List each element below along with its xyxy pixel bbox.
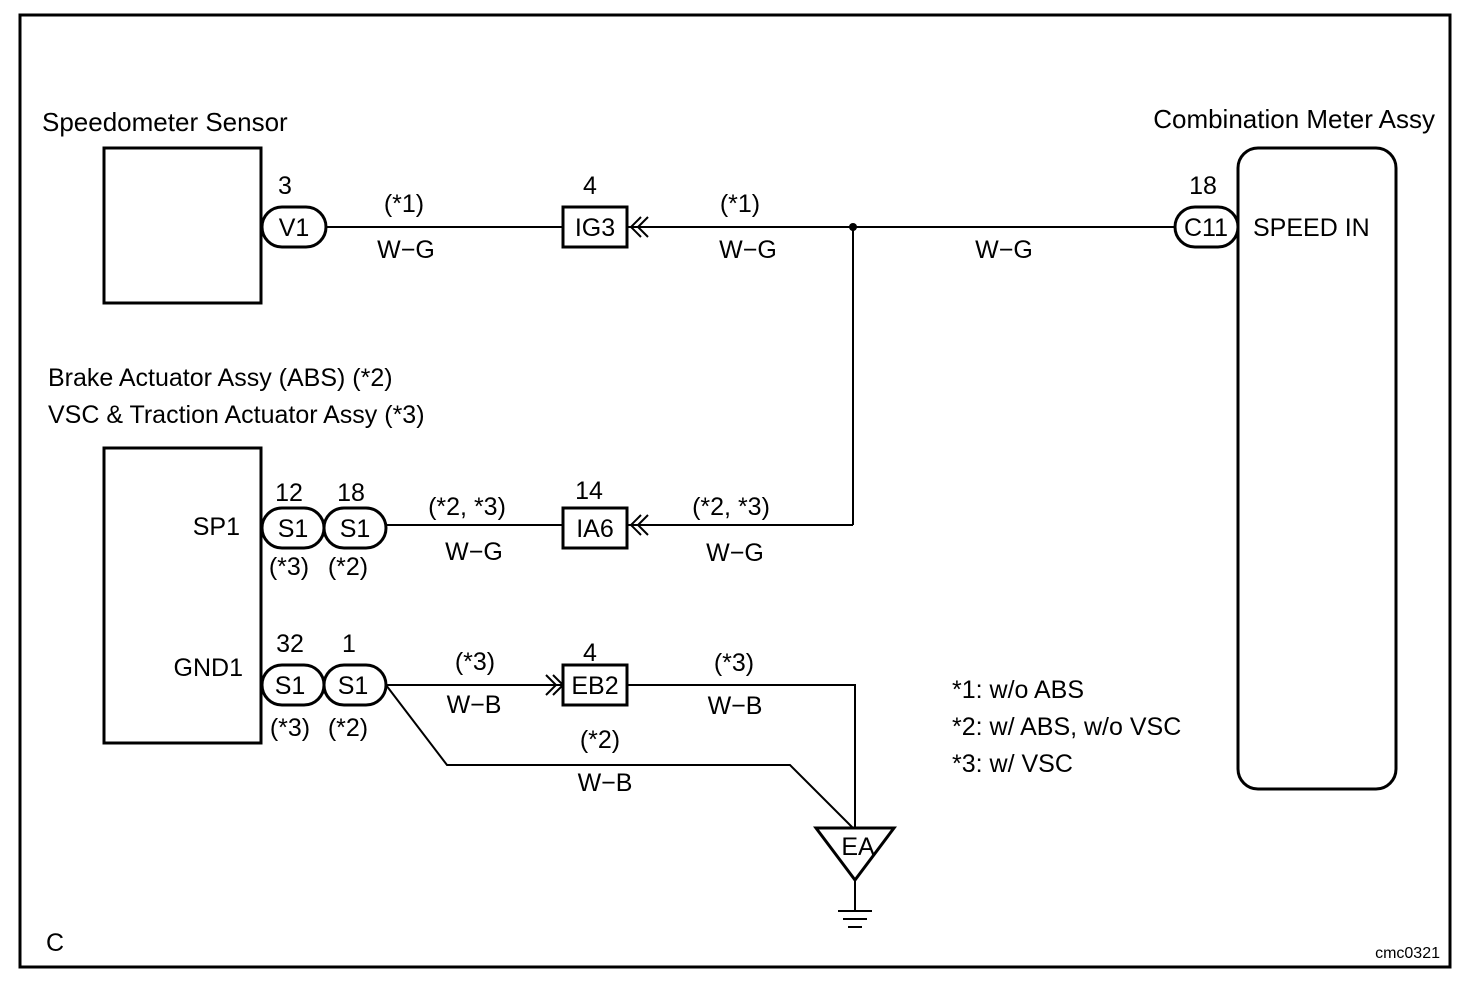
s1-sp1-abs-note: (*2) <box>328 553 368 581</box>
eb2-connector-code: EB2 <box>571 672 618 700</box>
brake-actuator-title-line1: Brake Actuator Assy (ABS) (*2) <box>48 364 393 392</box>
speed-in-terminal: SPEED IN <box>1253 214 1370 242</box>
legend-item: *2: w/ ABS, w/o VSC <box>952 713 1181 741</box>
ia6-connector-code: IA6 <box>576 515 614 543</box>
wire-eb2-to-ground <box>627 684 856 828</box>
wire-v1-ig3-color: W−G <box>377 236 435 264</box>
ground-symbol-icon <box>838 910 872 928</box>
ia6-connector <box>561 506 629 550</box>
combination-meter-box <box>1236 146 1398 791</box>
combination-meter-title: Combination Meter Assy <box>1153 104 1435 134</box>
c11-pin-number: 18 <box>1189 172 1217 200</box>
wire-ig3-junction-note: (*1) <box>720 190 760 218</box>
s1-sp1-vsc-note: (*3) <box>269 553 309 581</box>
s1-gnd-abs-note: (*2) <box>328 714 368 742</box>
s1-gnd-vsc-code: S1 <box>275 672 306 700</box>
wire-s1-eb2-note: (*3) <box>455 648 495 676</box>
s1-sp1-vsc-code: S1 <box>278 515 309 543</box>
wire-junction-c11-color: W−G <box>975 236 1033 264</box>
wire-ia6-junction-color: W−G <box>706 539 764 567</box>
ig3-connector-code: IG3 <box>575 214 615 242</box>
gnd1-terminal: GND1 <box>174 654 243 682</box>
speedometer-sensor-title: Speedometer Sensor <box>42 107 288 137</box>
legend-item: *3: w/ VSC <box>952 750 1073 778</box>
ground-point-ea <box>813 826 897 883</box>
wire-s1-ground-color: W−B <box>578 769 633 797</box>
wire-s1-ground-note: (*2) <box>580 726 620 754</box>
speedometer-sensor-box <box>102 146 263 305</box>
s1-sp1-abs-pin: 18 <box>337 479 365 507</box>
wire-eb2-ground-color: W−B <box>708 692 763 720</box>
c11-connector-code: C11 <box>1184 214 1228 242</box>
ia6-pin-number: 14 <box>575 477 603 505</box>
s1-gnd-vsc-note: (*3) <box>270 714 310 742</box>
wire-s1-ia6-color: W−G <box>445 538 503 566</box>
eb2-pin-number: 4 <box>583 639 597 667</box>
brake-actuator-title-line2: VSC & Traction Actuator Assy (*3) <box>48 401 425 429</box>
sp1-terminal: SP1 <box>193 513 240 541</box>
figure-code: cmc0321 <box>1375 945 1440 962</box>
s1-gnd-abs-pin: 1 <box>342 630 356 658</box>
wire-s1-to-ground <box>385 684 854 829</box>
legend-item: *1: w/o ABS <box>952 676 1084 704</box>
s1-sp1-abs-code: S1 <box>340 515 371 543</box>
ground-code: EA <box>841 833 875 861</box>
s1-gnd-abs-code: S1 <box>338 672 369 700</box>
corner-letter: C <box>46 929 64 957</box>
wire-s1-ia6-note: (*2, *3) <box>428 493 506 521</box>
legend: *1: w/o ABS *2: w/ ABS, w/o VSC *3: w/ V… <box>952 676 1181 778</box>
wire-s1-eb2-color: W−B <box>447 691 502 719</box>
diagram-frame <box>18 13 1452 969</box>
wire-eb2-ground-note: (*3) <box>714 649 754 677</box>
wire-ia6-junction-note: (*2, *3) <box>692 493 770 521</box>
eb2-connector <box>561 663 629 707</box>
wire-v1-ig3-note: (*1) <box>384 190 424 218</box>
s1-gnd-vsc-pin: 32 <box>276 630 304 658</box>
brake-actuator-box <box>102 446 263 745</box>
s1-sp1-vsc-pin: 12 <box>275 479 303 507</box>
c11-connector <box>1173 205 1240 249</box>
v1-connector-code: V1 <box>279 214 310 242</box>
ig3-pin-number: 4 <box>583 172 597 200</box>
v1-pin-number: 3 <box>278 172 292 200</box>
s1-sp1-abs-connector <box>322 506 388 550</box>
wire-ig3-junction-color: W−G <box>719 236 777 264</box>
